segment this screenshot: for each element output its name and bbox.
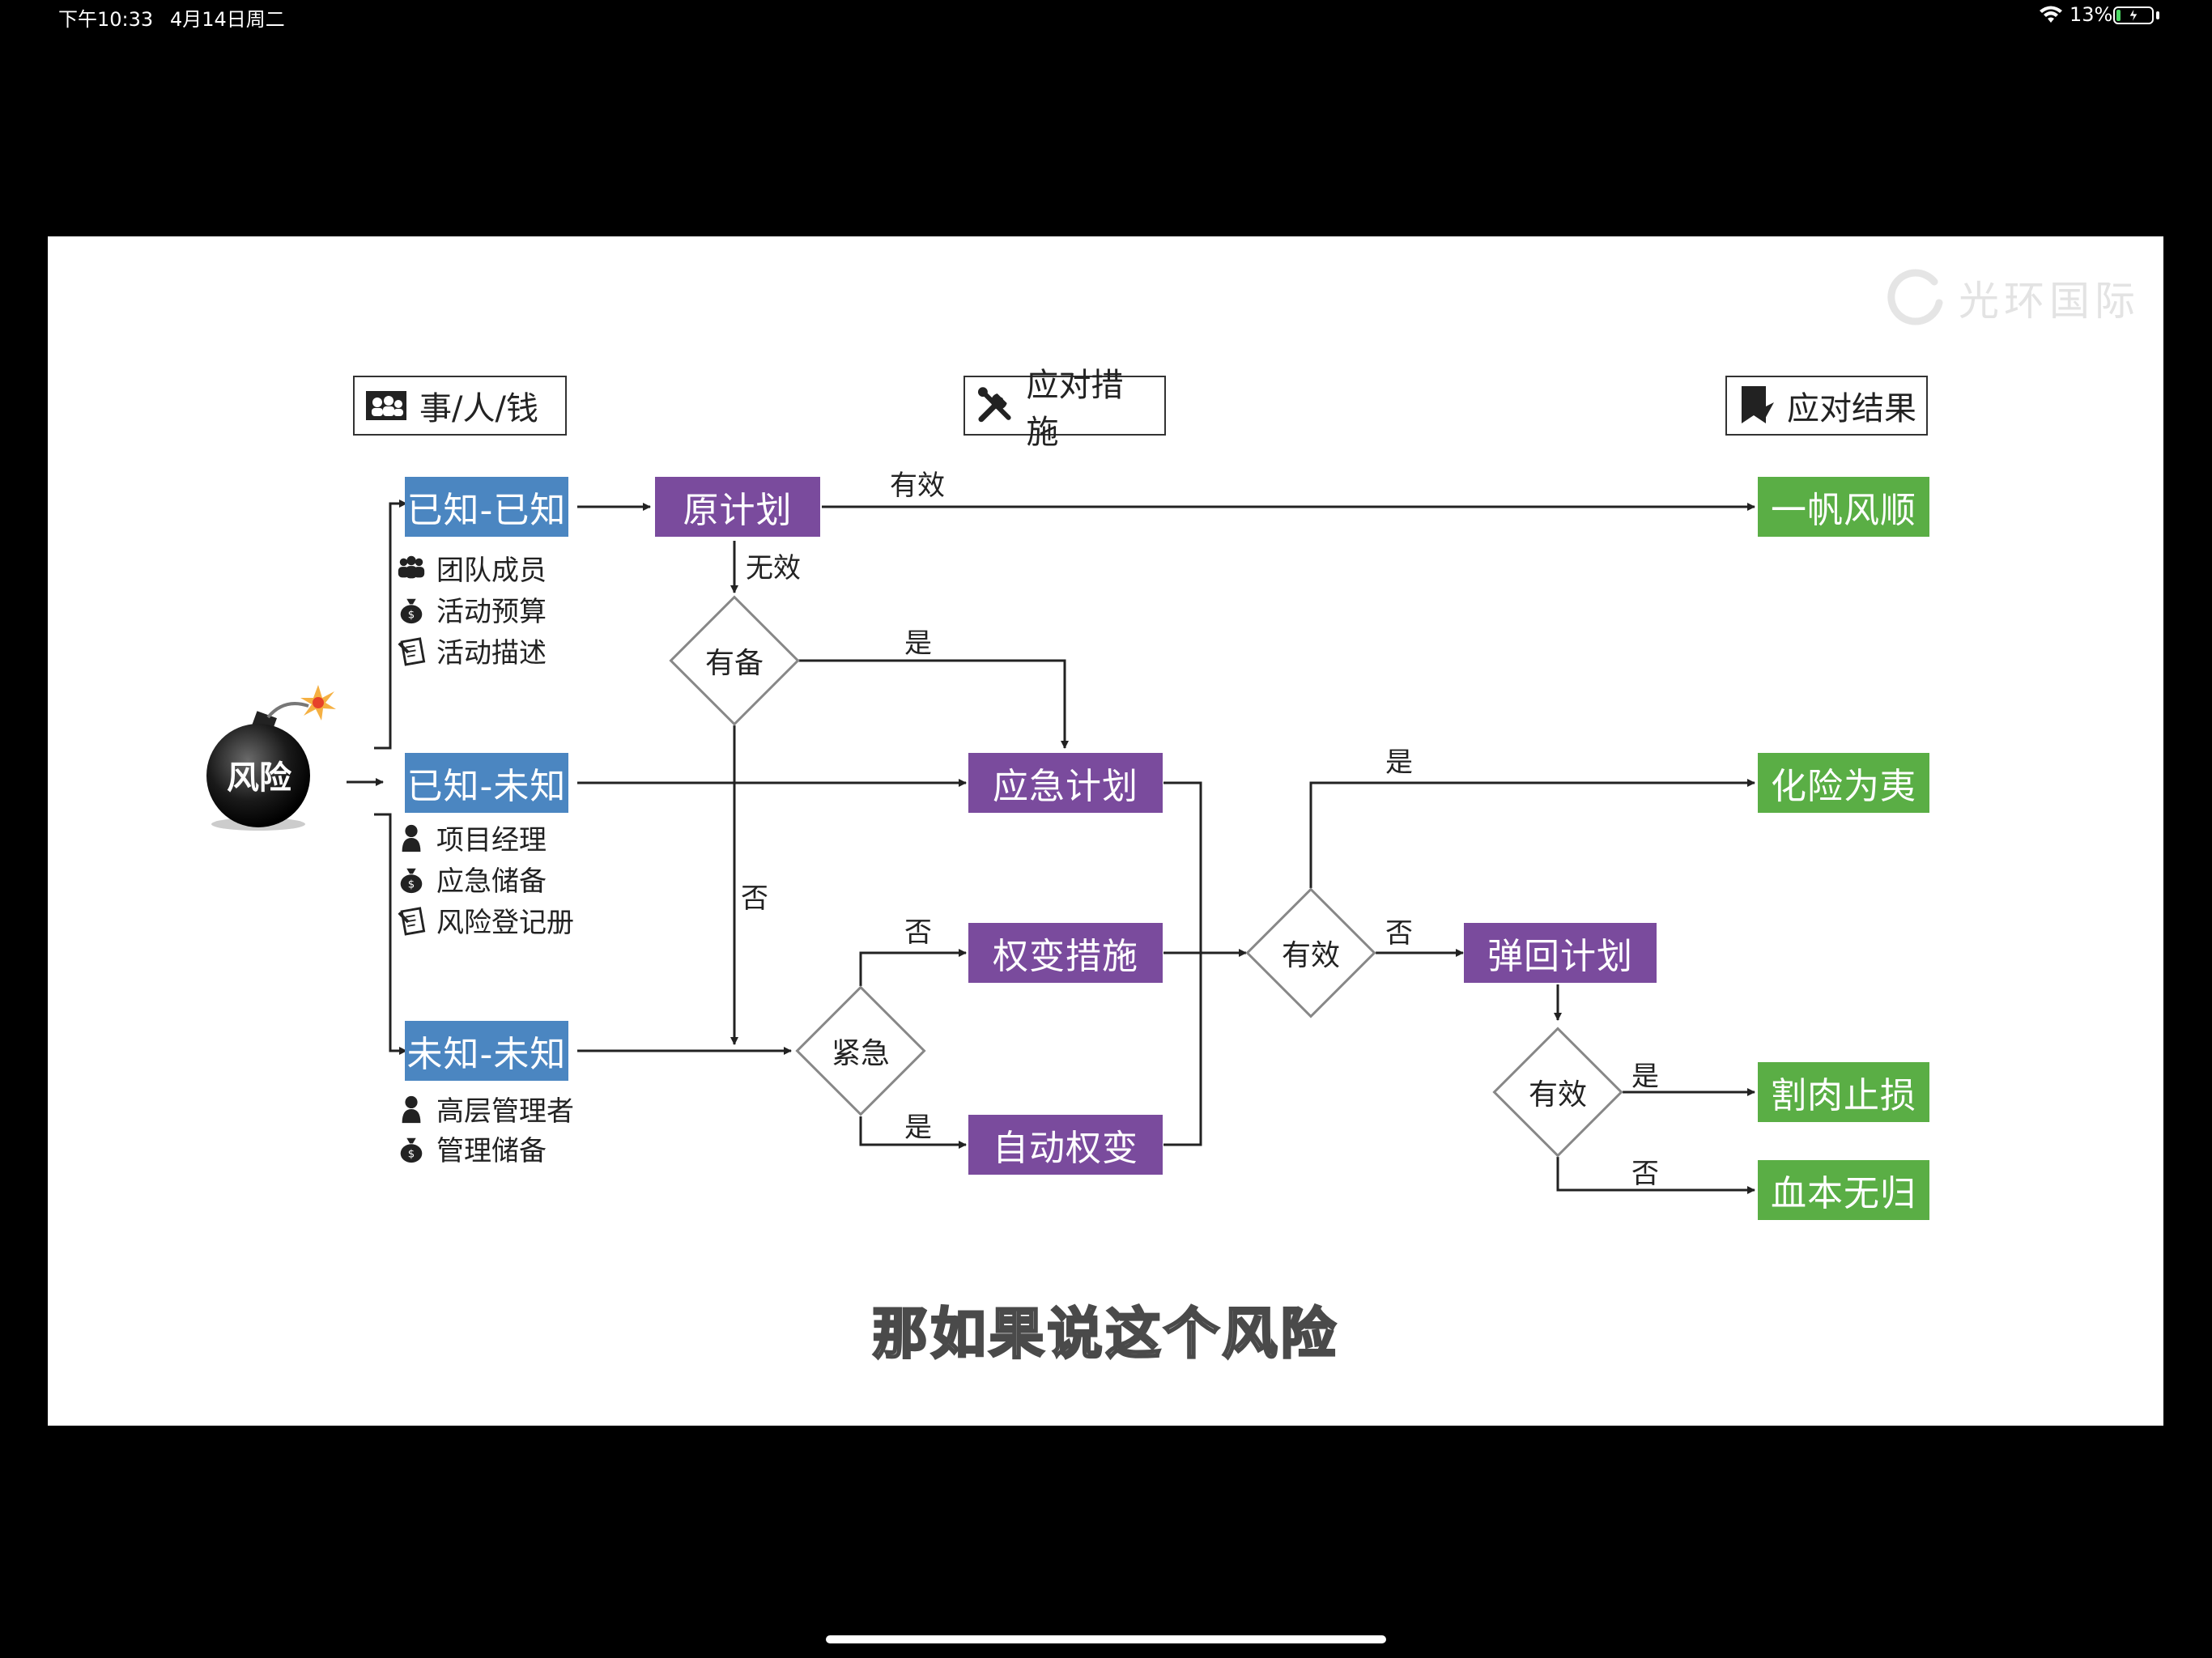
status-time: 下午10:33 — [58, 8, 154, 31]
item-management-reserve: $ 管理储备 — [396, 1129, 547, 1168]
item-contingency-reserve-text: 应急储备 — [436, 865, 547, 898]
person-icon — [402, 1095, 421, 1123]
edge-label-no-effective-2: 否 — [1631, 1158, 1659, 1190]
result-stop-loss: 割肉止损 — [1758, 1062, 1929, 1122]
decision-urgent-label: 紧急 — [831, 1037, 890, 1070]
money-bag-icon: $ — [400, 598, 423, 623]
video-subtitle: 那如果说这个风险 — [871, 1302, 1339, 1368]
edge-label-yes-prepared: 是 — [904, 627, 932, 660]
item-activity-description-text: 活动描述 — [436, 637, 547, 670]
watermark-swirl-icon — [1887, 269, 1943, 325]
category-known-known: 已知-已知 — [405, 477, 568, 537]
edge-label-yes-effective-2: 是 — [1631, 1061, 1659, 1093]
item-senior-management-text: 高层管理者 — [436, 1095, 574, 1128]
flow-connectors — [347, 500, 1755, 1194]
item-project-manager: 项目经理 — [396, 818, 547, 857]
edge-label-no-prepared: 否 — [741, 882, 768, 915]
action-contingency-plan: 应急计划 — [968, 753, 1163, 813]
status-date: 4月14日周二 — [170, 8, 285, 31]
action-original-plan: 原计划 — [655, 477, 820, 537]
tools-icon — [977, 387, 1011, 423]
result-smooth-sailing: 一帆风顺 — [1758, 477, 1929, 537]
svg-text:$: $ — [408, 878, 415, 891]
header-left-text: 事/人/钱 — [419, 390, 538, 427]
header-results: 应对结果 — [1725, 376, 1928, 436]
result-danger-resolved: 化险为夷 — [1758, 753, 1929, 813]
header-right-text: 应对结果 — [1787, 390, 1916, 427]
edge-label-no-urgent: 否 — [904, 916, 932, 949]
bomb-icon — [206, 685, 336, 831]
item-activity-description: 活动描述 — [396, 631, 547, 670]
wifi-icon — [2039, 5, 2063, 28]
header-things-people-money: 事/人/钱 — [353, 376, 567, 436]
edge-label-no-effective-1: 否 — [1385, 917, 1413, 950]
risk-bomb: 风险 — [200, 674, 362, 835]
edge-label-yes-urgent: 是 — [904, 1112, 932, 1144]
decision-effective-2-label: 有效 — [1528, 1078, 1587, 1112]
action-fallback-plan: 弹回计划 — [1464, 923, 1657, 983]
battery-tip — [2156, 11, 2159, 19]
item-team-members: 团队成员 — [396, 548, 547, 588]
item-senior-management: 高层管理者 — [396, 1089, 574, 1129]
decision-prepared-label: 有备 — [704, 647, 764, 680]
person-icon — [402, 824, 421, 852]
item-contingency-reserve: $ 应急储备 — [396, 859, 547, 899]
result-total-loss: 血本无归 — [1758, 1160, 1929, 1220]
item-risk-register: 风险登记册 — [396, 900, 574, 940]
header-middle-text: 应对措施 — [1026, 367, 1124, 451]
item-management-reserve-text: 管理储备 — [436, 1135, 547, 1167]
money-bag-icon: $ — [400, 1137, 423, 1163]
svg-text:$: $ — [408, 609, 415, 621]
document-edit-icon — [398, 906, 426, 936]
team-card-icon — [366, 391, 406, 420]
edge-label-effective: 有效 — [890, 470, 945, 502]
category-unknown-unknown: 未知-未知 — [405, 1021, 568, 1081]
money-bag-icon: $ — [400, 868, 423, 893]
document-edit-icon — [398, 636, 426, 666]
battery-percent: 13% — [2069, 3, 2113, 26]
category-known-unknown: 已知-未知 — [405, 753, 568, 813]
home-indicator[interactable] — [826, 1635, 1386, 1643]
decision-effective-1-label: 有效 — [1281, 939, 1340, 972]
bookmark-flag-icon — [1742, 386, 1774, 423]
watermark-text: 光环国际 — [1959, 278, 2140, 325]
risk-label: 风险 — [227, 759, 291, 797]
edge-label-ineffective: 无效 — [746, 552, 801, 585]
svg-text:$: $ — [408, 1148, 415, 1160]
item-activity-budget: $ 活动预算 — [396, 589, 547, 629]
item-risk-register-text: 风险登记册 — [436, 907, 574, 939]
item-project-manager-text: 项目经理 — [436, 824, 547, 857]
item-activity-budget-text: 活动预算 — [436, 596, 547, 628]
item-team-members-text: 团队成员 — [436, 555, 547, 587]
edge-label-yes-effective-1: 是 — [1385, 746, 1413, 779]
action-auto-workaround: 自动权变 — [968, 1115, 1163, 1175]
action-workaround: 权变措施 — [968, 923, 1163, 983]
header-responses: 应对措施 — [963, 367, 1166, 451]
battery-icon — [2113, 6, 2154, 24]
people-group-icon — [398, 555, 425, 578]
video-frame[interactable]: 光环国际 — [48, 236, 2163, 1426]
watermark-logo: 光环国际 — [1886, 267, 2140, 329]
